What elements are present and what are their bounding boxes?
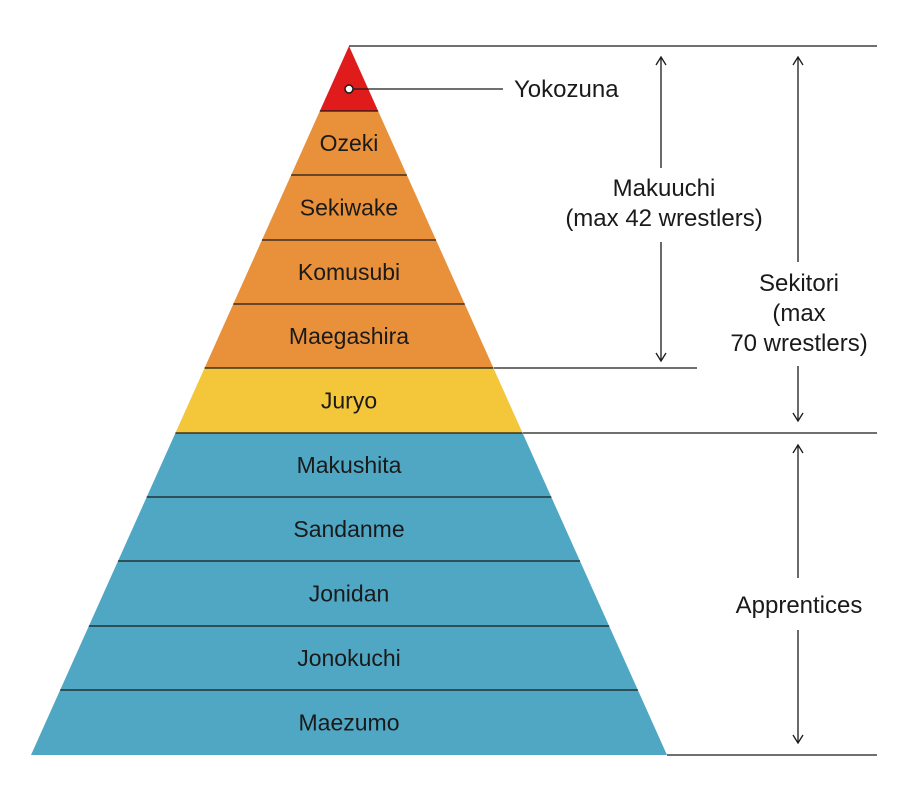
- tier-label-jonokuchi: Jonokuchi: [297, 645, 401, 671]
- tier-label-komusubi: Komusubi: [298, 259, 400, 285]
- sekitori-label-line-1: Sekitori: [759, 270, 839, 297]
- tier-label-ozeki: Ozeki: [320, 130, 379, 156]
- tier-dividers: [60, 110, 638, 691]
- tier-makushita: [146, 433, 552, 497]
- tier-jonidan: [88, 561, 610, 626]
- tier-yokozuna: [319, 46, 379, 111]
- tier-komusubi: [233, 240, 465, 304]
- sekitori-range-arrow: [792, 55, 804, 423]
- makuuchi-label-line-2: (max 42 wrestlers): [565, 205, 762, 232]
- yokozuna-callout: Yokozuna: [344, 76, 619, 103]
- tier-juryo: [175, 368, 523, 433]
- tier-label-juryo: Juryo: [321, 388, 377, 414]
- tier-label-maezumo: Maezumo: [299, 710, 400, 736]
- makuuchi-range-arrow: [655, 55, 667, 363]
- apprentices-range-arrow: [792, 443, 804, 745]
- tier-sandanme: [118, 497, 580, 561]
- tier-label-sandanme: Sandanme: [293, 516, 404, 542]
- bracket-lines: [349, 45, 877, 756]
- makuuchi-label-line-1: Makuuchi: [613, 175, 716, 202]
- tier-jonokuchi: [60, 626, 638, 690]
- apprentices-label: Apprentices: [736, 592, 863, 619]
- yokozuna-label: Yokozuna: [514, 76, 619, 103]
- sekitori-label-line-2: (max: [772, 300, 825, 327]
- sekitori-label: Sekitori (max 70 wrestlers): [730, 270, 867, 357]
- tier-maezumo: [31, 690, 667, 755]
- yokozuna-marker: [344, 84, 354, 94]
- sekitori-label-line-3: 70 wrestlers): [730, 330, 867, 357]
- tier-label-jonidan: Jonidan: [309, 581, 390, 607]
- makuuchi-label: Makuuchi (max 42 wrestlers): [565, 175, 762, 232]
- tier-maegashira: [204, 304, 494, 368]
- tier-ozeki: [291, 111, 407, 175]
- tier-label-maegashira: Maegashira: [289, 323, 409, 349]
- tier-sekiwake: [261, 175, 437, 240]
- pyramid-tiers: OzekiSekiwakeKomusubiMaegashiraJuryoMaku…: [31, 46, 667, 755]
- tier-label-makushita: Makushita: [297, 452, 402, 478]
- tier-label-sekiwake: Sekiwake: [300, 195, 398, 221]
